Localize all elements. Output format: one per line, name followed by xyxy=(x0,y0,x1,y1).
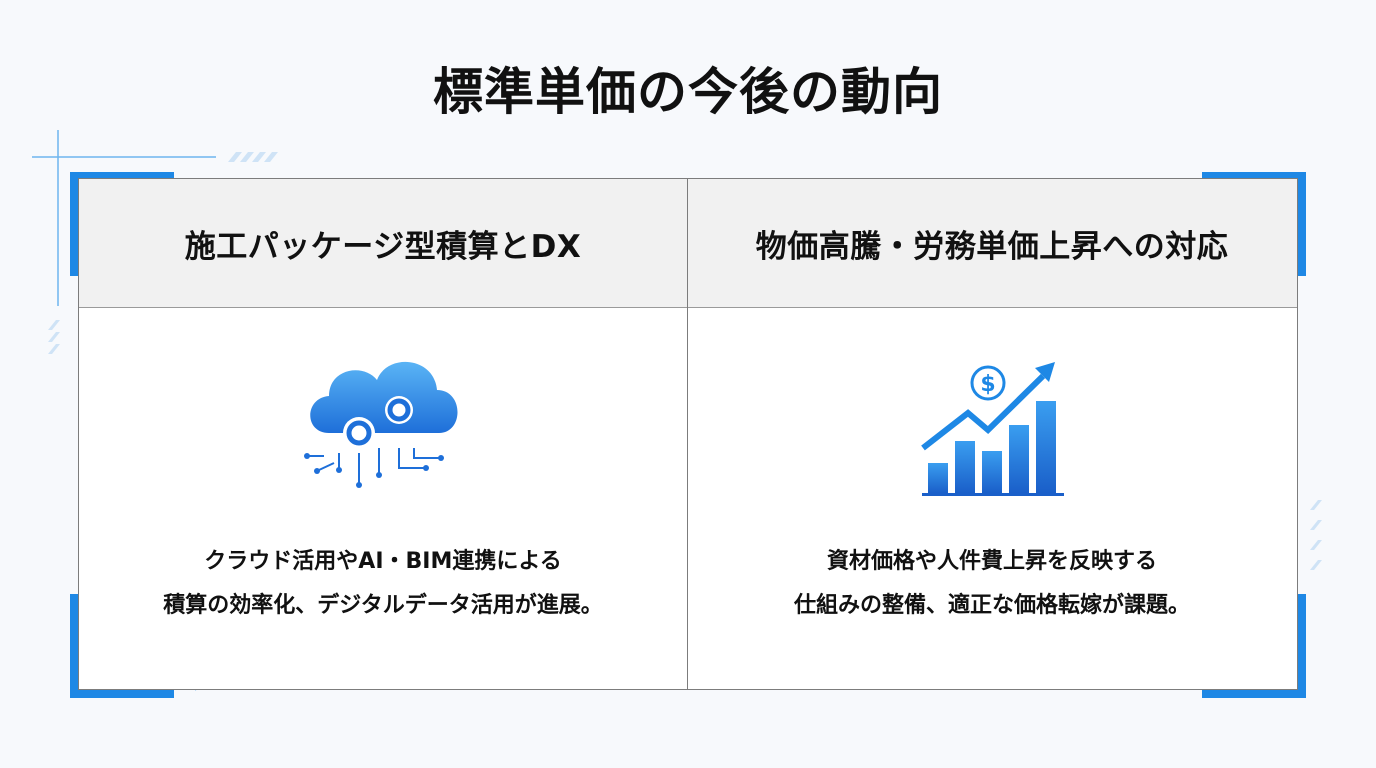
cloud-gear-circuit-icon xyxy=(299,338,469,498)
column-right-description: 資材価格や人件費上昇を反映する 仕組みの整備、適正な価格転嫁が課題。 xyxy=(688,540,1296,628)
column-divider xyxy=(687,179,688,689)
description-line: 積算の効率化、デジタルデータ活用が進展。 xyxy=(163,593,603,618)
column-heading-right: 物価高騰・労務単価上昇への対応 xyxy=(755,228,1229,265)
column-right: $ 資材価格や人件費上昇を反映する 仕組みの整備、適正な価格転嫁が課題。 xyxy=(688,308,1296,688)
header-row: 施工パッケージ型積算とDX 物価高騰・労務単価上昇への対応 xyxy=(79,179,1297,308)
column-heading-left: 施工パッケージ型積算とDX xyxy=(184,228,582,265)
column-left: クラウド活用やAI・BIM連携による 積算の効率化、デジタルデータ活用が進展。 xyxy=(79,308,687,688)
column-left-description: クラウド活用やAI・BIM連携による 積算の効率化、デジタルデータ活用が進展。 xyxy=(79,540,687,628)
description-line: 仕組みの整備、適正な価格転嫁が課題。 xyxy=(793,593,1190,618)
description-line: クラウド活用やAI・BIM連携による xyxy=(204,549,562,574)
comparison-panel: 施工パッケージ型積算とDX 物価高騰・労務単価上昇への対応 xyxy=(78,178,1298,690)
page-title: 標準単価の今後の動向 xyxy=(433,63,943,121)
rising-bar-chart-dollar-icon: $ xyxy=(908,338,1078,498)
description-line: 資材価格や人件費上昇を反映する xyxy=(826,549,1157,574)
dollar-symbol: $ xyxy=(980,372,995,397)
